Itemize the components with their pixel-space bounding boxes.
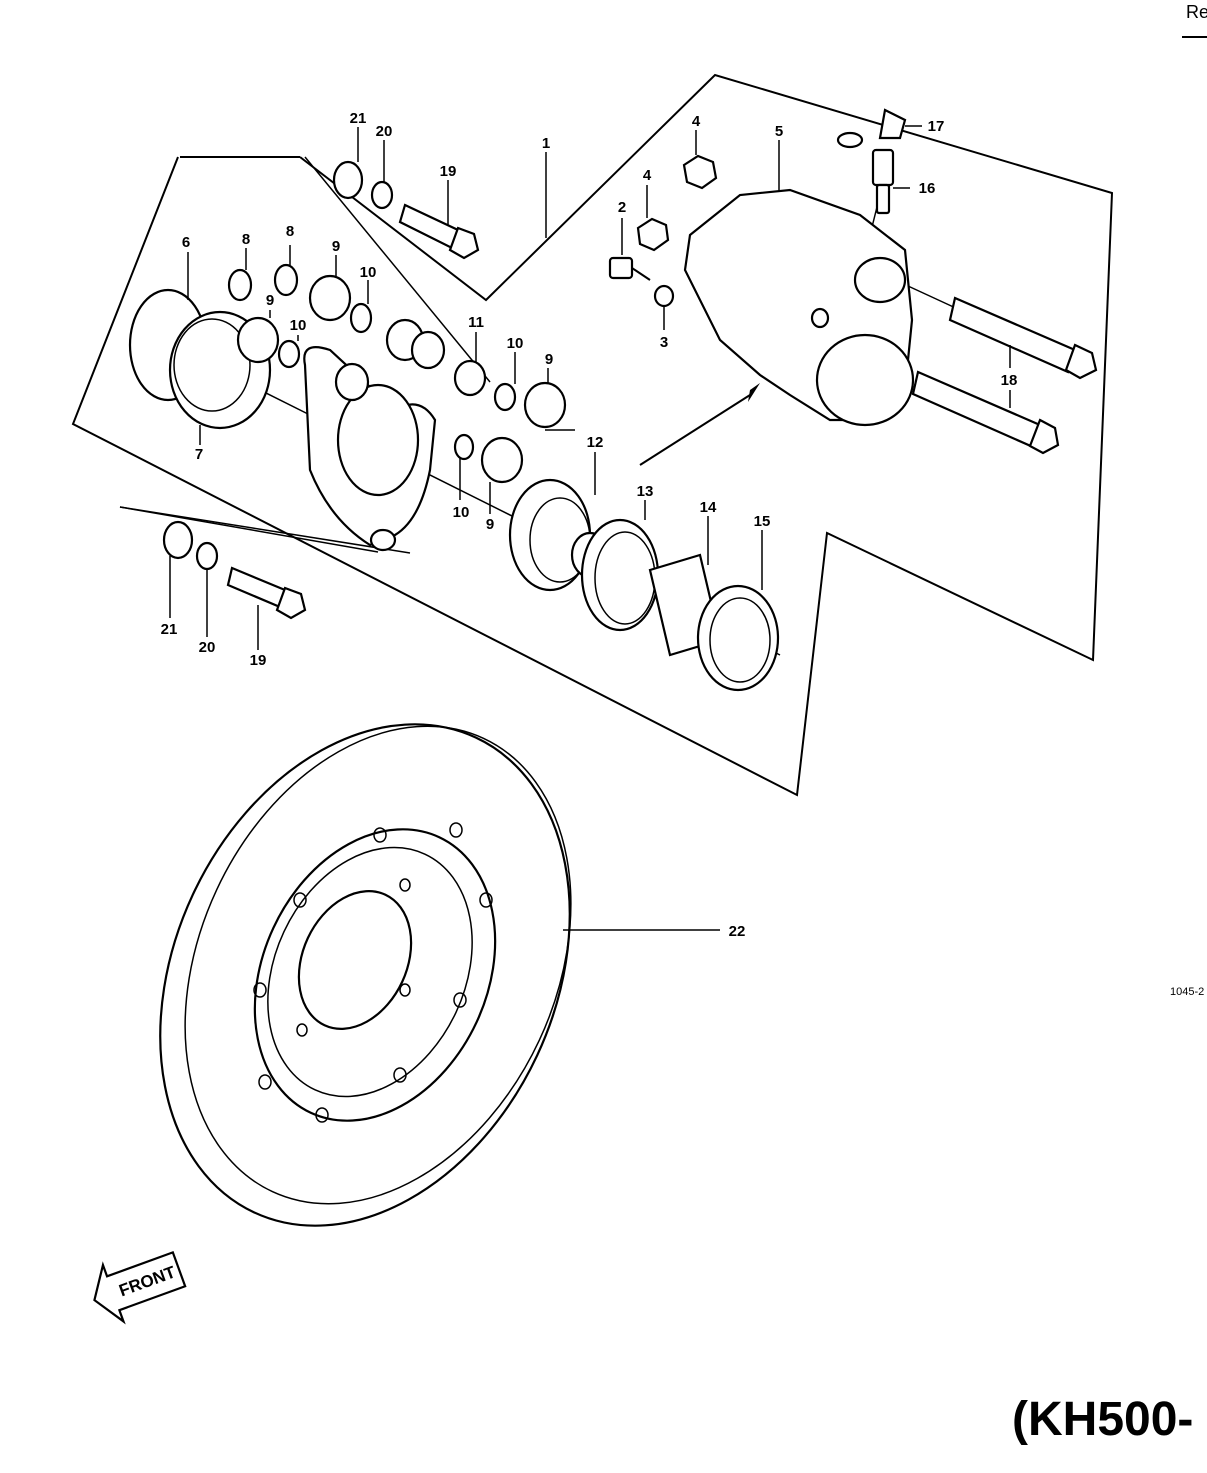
part-label-21-upper: 21 [350,110,367,127]
bushings [236,274,567,484]
disc-bolt-holes [253,822,493,1123]
bleeder-valve [836,108,907,215]
assembly-outline [71,73,1114,797]
caliper-holder [303,346,437,552]
lower-bolt-set [162,520,307,620]
part-number-labels: 1 2 3 4 4 5 6 7 8 8 9 9 9 9 10 10 10 10 … [161,110,1018,940]
part-label-10-a: 10 [360,264,377,281]
part-label-11: 11 [468,314,484,331]
part-label-15: 15 [754,513,771,530]
part-label-4-lower: 4 [643,167,652,184]
seal-rings [227,263,517,461]
piston-seals [580,518,780,692]
page-reference-rule [1182,36,1207,38]
holder-pins [334,318,487,402]
page-reference-text: Re [1186,2,1207,22]
part-label-9-d: 9 [486,516,494,533]
part-label-8-left: 8 [242,231,250,248]
caliper-small-hardware [608,154,718,308]
part-label-10-c: 10 [507,335,524,352]
part-label-20-lower: 20 [199,639,216,656]
part-label-19-lower: 19 [250,652,267,669]
part-label-18: 18 [1001,372,1018,389]
part-label-9-c: 9 [545,351,553,368]
part-label-6: 6 [182,234,190,251]
upper-bolt-set [332,160,480,260]
part-label-20-upper: 20 [376,123,393,140]
part-label-2: 2 [618,199,626,216]
part-label-13: 13 [637,483,654,500]
part-label-21-lower: 21 [161,621,178,638]
part-label-9-b: 9 [266,292,274,309]
figure-code: 1045-2 [1170,986,1205,998]
part-label-17: 17 [928,118,945,135]
front-direction-arrow: FRONT [93,1250,187,1325]
part-label-7: 7 [195,446,203,463]
brake-disc [159,723,572,1227]
caliper-mounting-bolts [911,296,1098,455]
model-label: (KH500- [1012,1393,1194,1446]
part-label-10-d: 10 [453,504,470,521]
leader-lines [169,125,1011,931]
part-label-5: 5 [775,123,783,140]
part-label-22: 22 [729,923,746,940]
part-label-16: 16 [919,180,936,197]
part-label-14: 14 [700,499,717,516]
part-label-9-a: 9 [332,238,340,255]
part-label-12: 12 [587,434,604,451]
caliper-body [683,188,915,427]
part-label-8-right: 8 [286,223,294,240]
part-label-1: 1 [542,135,550,152]
part-label-4-upper: 4 [692,113,701,130]
part-label-10-b: 10 [290,317,307,334]
part-label-3: 3 [660,334,668,351]
part-label-19-upper: 19 [440,163,457,180]
